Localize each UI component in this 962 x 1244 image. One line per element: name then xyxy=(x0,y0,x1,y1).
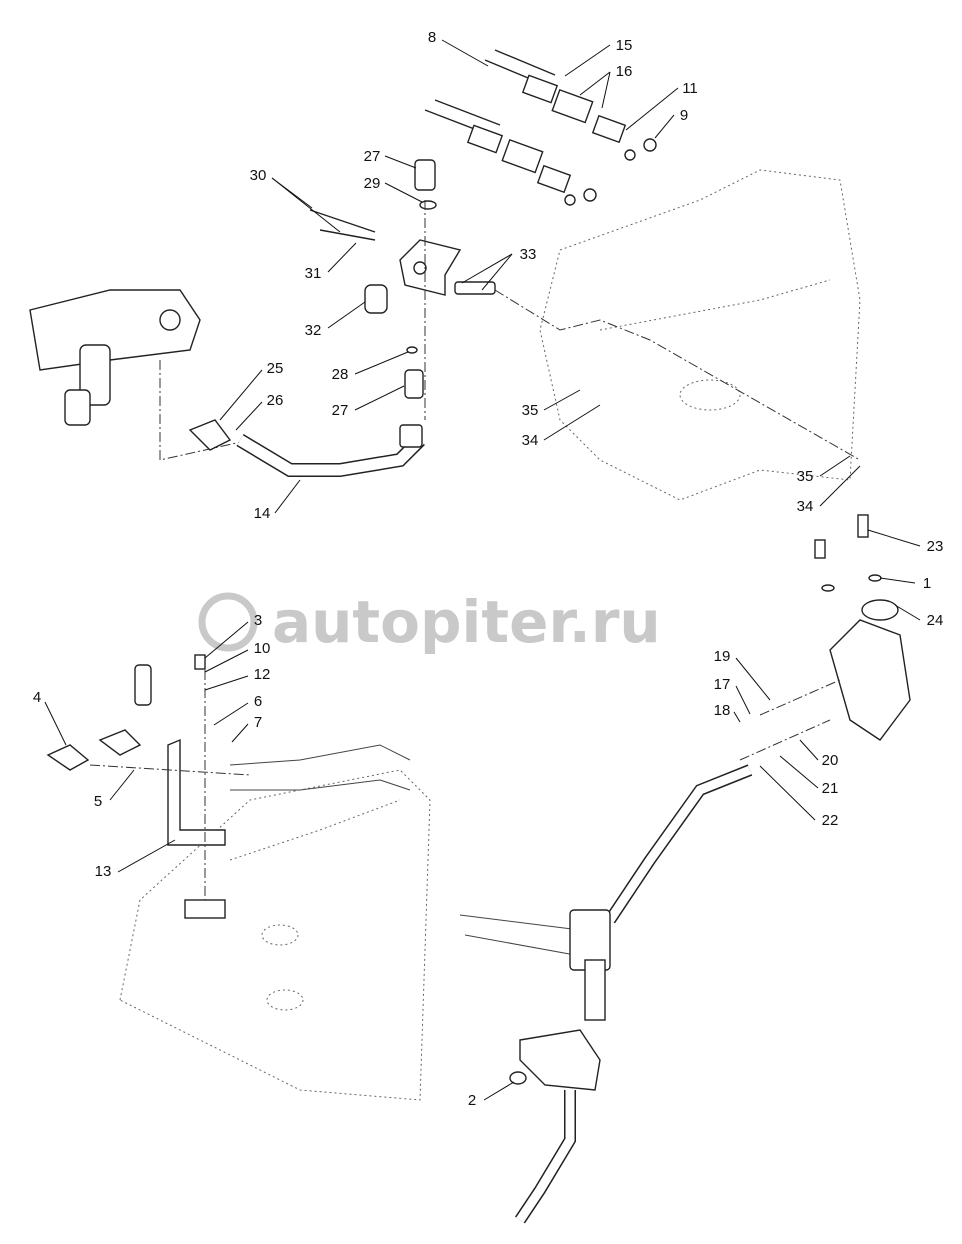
svg-text:9: 9 xyxy=(680,107,688,124)
svg-text:6: 6 xyxy=(254,693,262,710)
callout-18: 18 xyxy=(714,702,741,723)
callout-15: 15 xyxy=(564,37,633,77)
svg-text:14: 14 xyxy=(254,505,271,522)
callout-11: 11 xyxy=(625,80,698,131)
callout-4: 4 xyxy=(33,689,67,746)
callout-6: 6 xyxy=(213,693,262,726)
callout-8: 8 xyxy=(428,29,489,67)
callout-28: 28 xyxy=(332,351,409,383)
callout-5: 5 xyxy=(94,769,135,810)
callout-26: 26 xyxy=(235,392,284,431)
svg-text:29: 29 xyxy=(364,175,381,192)
svg-text:10: 10 xyxy=(254,640,271,657)
svg-text:8: 8 xyxy=(428,29,436,46)
svg-text:22: 22 xyxy=(822,812,839,829)
svg-text:31: 31 xyxy=(305,265,322,282)
frame-outline xyxy=(119,169,861,1101)
svg-text:35: 35 xyxy=(797,468,814,485)
callout-33: 33 xyxy=(461,246,537,291)
svg-text:34: 34 xyxy=(522,432,539,449)
svg-text:5: 5 xyxy=(94,793,102,810)
callout-31: 31 xyxy=(305,242,357,282)
svg-text:20: 20 xyxy=(822,752,839,769)
callout-21: 21 xyxy=(779,755,839,797)
svg-text:27: 27 xyxy=(364,148,381,165)
valve-assembly xyxy=(459,764,753,1224)
callout-labels: 8 15 16 11 9 27 29 30 31 33 32 28 25 26 … xyxy=(33,29,944,1109)
svg-text:15: 15 xyxy=(616,37,633,54)
callout-24: 24 xyxy=(894,604,944,629)
callout-14: 14 xyxy=(254,479,301,522)
callout-32: 32 xyxy=(305,301,366,339)
svg-text:34: 34 xyxy=(797,498,814,515)
svg-text:13: 13 xyxy=(95,863,112,880)
watermark-logo: autopiter.ru xyxy=(198,588,661,656)
svg-text:30: 30 xyxy=(250,167,267,184)
svg-text:24: 24 xyxy=(927,612,944,629)
callout-35-right: 35 xyxy=(797,455,851,485)
callout-25: 25 xyxy=(219,360,284,421)
svg-text:23: 23 xyxy=(927,538,944,555)
svg-text:32: 32 xyxy=(305,322,322,339)
callout-9: 9 xyxy=(654,107,688,139)
svg-text:4: 4 xyxy=(33,689,41,706)
svg-text:18: 18 xyxy=(714,702,731,719)
svg-text:21: 21 xyxy=(822,780,839,797)
callout-23: 23 xyxy=(867,529,944,555)
callout-19: 19 xyxy=(714,648,771,701)
callout-16: 16 xyxy=(579,63,633,109)
svg-text:2: 2 xyxy=(468,1092,476,1109)
watermark-text: autopiter.ru xyxy=(272,588,661,656)
callout-27-top: 27 xyxy=(364,148,417,169)
callout-7: 7 xyxy=(231,714,262,743)
callout-29: 29 xyxy=(364,175,423,203)
distribution-block xyxy=(159,159,861,461)
callout-30: 30 xyxy=(250,167,341,233)
svg-text:28: 28 xyxy=(332,366,349,383)
callout-10: 10 xyxy=(204,640,271,673)
callout-12: 12 xyxy=(204,666,271,691)
svg-text:7: 7 xyxy=(254,714,262,731)
clamp-assembly xyxy=(424,49,657,206)
steering-unit xyxy=(29,289,201,426)
callout-22: 22 xyxy=(759,765,839,829)
callout-20: 20 xyxy=(799,739,839,769)
callout-34-left: 34 xyxy=(522,404,601,449)
hose-14 xyxy=(188,419,425,477)
hydraulic-pump xyxy=(739,514,911,761)
callout-2: 2 xyxy=(468,1081,515,1109)
svg-text:17: 17 xyxy=(714,676,731,693)
svg-text:1: 1 xyxy=(923,575,931,592)
callout-17: 17 xyxy=(714,676,751,715)
callout-3: 3 xyxy=(204,612,262,659)
svg-text:33: 33 xyxy=(520,246,537,263)
svg-text:16: 16 xyxy=(616,63,633,80)
svg-text:35: 35 xyxy=(522,402,539,419)
svg-text:25: 25 xyxy=(267,360,284,377)
svg-text:3: 3 xyxy=(254,612,262,629)
callout-1: 1 xyxy=(879,575,931,592)
callout-35-left: 35 xyxy=(522,389,581,419)
bracket-assembly xyxy=(46,654,411,919)
svg-text:27: 27 xyxy=(332,402,349,419)
callout-34-right: 34 xyxy=(797,465,861,515)
svg-text:26: 26 xyxy=(267,392,284,409)
svg-text:11: 11 xyxy=(682,80,698,97)
svg-text:19: 19 xyxy=(714,648,731,665)
callout-27-bottom: 27 xyxy=(332,385,405,419)
callout-13: 13 xyxy=(95,839,176,880)
svg-text:12: 12 xyxy=(254,666,271,683)
